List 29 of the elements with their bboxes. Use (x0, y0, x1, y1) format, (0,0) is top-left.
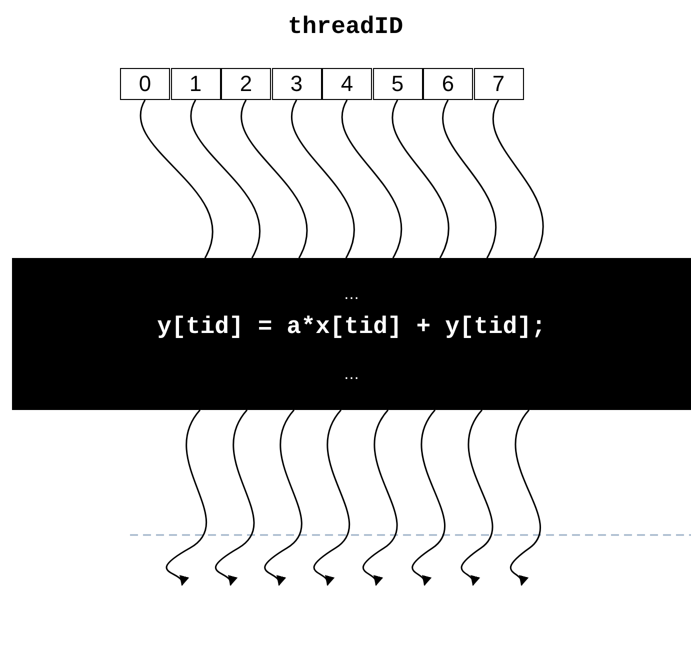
array-cell: 7 (474, 68, 524, 100)
wavy-line (240, 100, 308, 258)
wavy-line (392, 100, 450, 258)
wavy-line (492, 100, 544, 258)
heading: threadID (286, 14, 404, 41)
wavy-arrow (166, 410, 208, 586)
array-cell: 1 (170, 68, 220, 100)
array-cell: 2 (221, 68, 271, 100)
wavy-line (442, 100, 497, 258)
ellipsis-text: … (342, 366, 360, 384)
wavy-arrow (313, 410, 350, 586)
wavy-arrow (460, 410, 493, 586)
wavy-line (190, 100, 260, 258)
code-line: y[tid] = a*x[tid] + y[tid]; (156, 314, 547, 341)
wavy-line (140, 100, 214, 258)
array-cell: 0 (120, 68, 170, 100)
wavy-arrow (510, 410, 541, 586)
wavy-arrow (412, 410, 446, 586)
array-cell: 4 (322, 68, 372, 100)
ellipsis-text: … (342, 286, 360, 304)
array-cell: 3 (272, 68, 322, 100)
wavy-arrow (264, 410, 302, 586)
wavy-line (342, 100, 402, 258)
wavy-arrow (215, 410, 255, 586)
array-cell: 5 (372, 68, 422, 100)
code-block (12, 258, 691, 410)
array-cell: 6 (423, 68, 473, 100)
wavy-arrow (362, 410, 398, 586)
wavy-line (291, 100, 355, 258)
